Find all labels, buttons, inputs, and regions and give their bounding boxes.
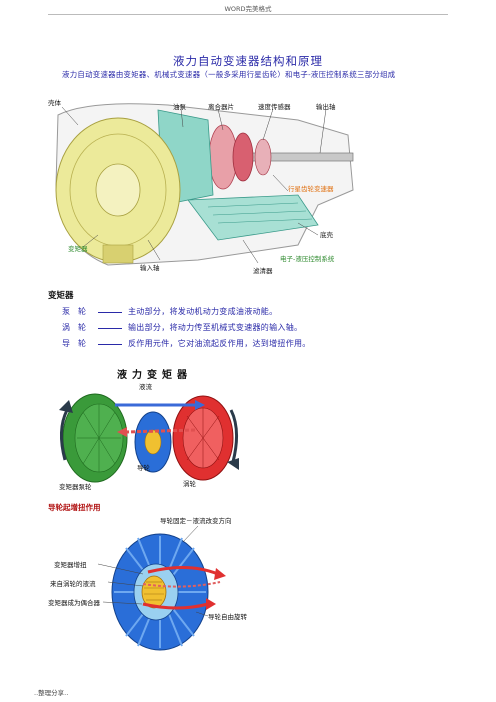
label-stator-fixed: 导轮固定－液流改变方向: [160, 517, 232, 525]
section-heading-torque-converter: 变矩器: [48, 291, 74, 301]
label-flow: 液流: [139, 383, 152, 391]
page-header: WORD完美格式: [224, 5, 272, 13]
document-title: 液力自动变速器结构和原理: [173, 54, 323, 68]
label-from-turbine-flow: 来自涡轮的液流: [50, 580, 96, 588]
page-footer: ..整理分享..: [34, 689, 69, 697]
figure2-title: 液力变矩器: [117, 370, 192, 381]
label-torque-converter: 变矩器: [68, 245, 88, 253]
torque-converter-drawing: [59, 393, 239, 483]
label-stator-freewheel: 导轮自由旋转: [208, 613, 247, 621]
label-filter: 滤清器: [253, 267, 273, 275]
label-oil-pan: 底壳: [320, 231, 333, 239]
label-stator: 导轮: [137, 464, 150, 472]
definition-text: 主动部分，将发动机动力变成油液动能。: [128, 307, 278, 316]
label-housing: 壳体: [48, 99, 61, 107]
definition-turbine: 涡轮 输出部分，将动力传至机械式变速器的输入轴。: [62, 322, 302, 333]
label-torque-increase: 变矩器增扭: [54, 561, 87, 569]
label-control-system: 电子-液压控制系统: [280, 255, 335, 263]
definition-text: 输出部分，将动力传至机械式变速器的输入轴。: [128, 323, 303, 332]
definition-stator: 导轮 反作用元件，它对油流起反作用，达到增扭作用。: [62, 338, 311, 349]
transmission-cutaway-figure: 壳体 油泵 离合器片 速度传感器 输出轴 行星齿轮变速器 变矩器 底壳 电子-液…: [48, 95, 360, 275]
label-coupling-mode: 变矩器成为偶合器: [48, 599, 100, 607]
definition-term: 涡轮: [62, 323, 94, 332]
stator-function-drawing: [97, 525, 226, 651]
torque-converter-exploded-figure: 液力变矩器 液流 导轮 涡轮 变矩: [55, 360, 240, 491]
definition-text: 反作用元件，它对油流起反作用，达到增扭作用。: [128, 339, 311, 348]
definition-term: 导轮: [62, 339, 94, 348]
transmission-cutaway-drawing: [55, 103, 354, 266]
em-dash: [98, 311, 122, 313]
label-turbine: 涡轮: [183, 480, 196, 488]
label-planetary-gearset: 行星齿轮变速器: [288, 185, 334, 193]
label-clutch-plates: 离合器片: [208, 103, 234, 111]
header-divider: [48, 14, 448, 15]
label-pump: 变矩器泵轮: [59, 483, 92, 491]
stator-function-figure: 导轮固定－液流改变方向 变矩器增扭 来自涡轮的液流 变矩器成为偶合器 导轮自由旋…: [48, 512, 288, 652]
em-dash: [98, 327, 122, 329]
label-input-shaft: 输入轴: [140, 264, 160, 272]
label-oil-pump: 油泵: [173, 103, 186, 111]
label-speed-sensor: 速度传感器: [258, 103, 291, 111]
definition-term: 泵轮: [62, 307, 94, 316]
definition-pump: 泵轮 主动部分，将发动机动力变成油液动能。: [62, 306, 277, 317]
intro-paragraph: 液力自动变速器由变矩器、机械式变速器（一般多采用行星齿轮）和电子-液压控制系统三…: [62, 70, 396, 79]
section-heading-stator: 导轮起增扭作用: [48, 503, 101, 512]
em-dash: [98, 343, 122, 345]
label-output-shaft: 输出轴: [316, 103, 336, 111]
